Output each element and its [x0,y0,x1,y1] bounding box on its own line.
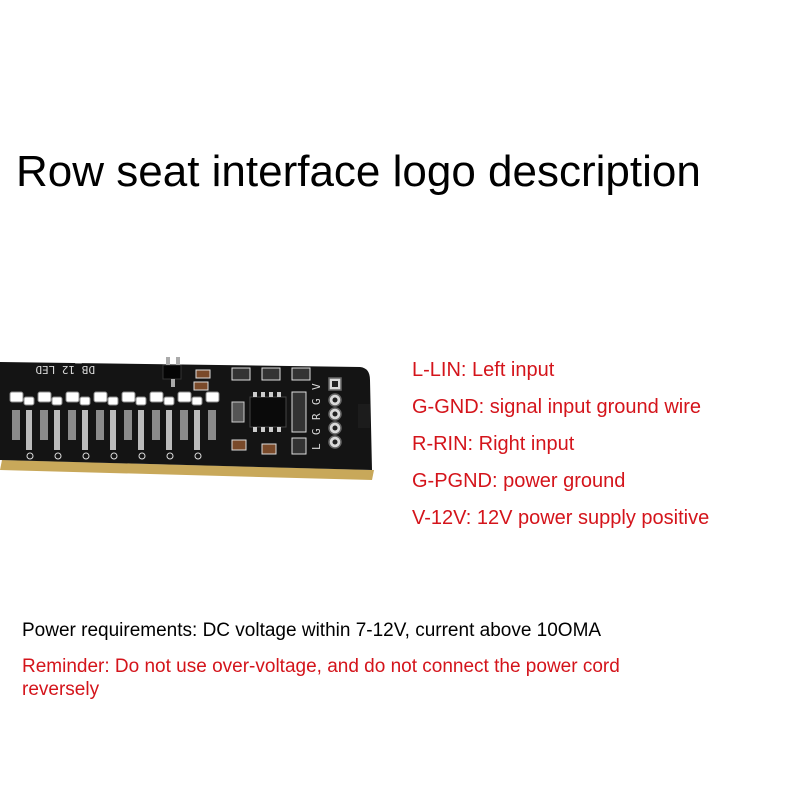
led-row [9,391,220,403]
pin-description-r: R-RIN: Right input [412,433,575,455]
pin-mark-v: V [310,383,323,390]
page-title: Row seat interface logo description [16,147,701,196]
reminder-warning: Reminder: Do not use over-voltage, and d… [22,656,620,700]
pin-mark-g: G [310,428,323,435]
pin-description-list: L-LIN: Left input G-GND: signal input gr… [412,352,709,537]
pin-description-v: V-12V: 12V power supply positive [412,507,710,529]
power-requirements: Power requirements: DC voltage within 7-… [22,620,602,641]
pin-mark-l: L [310,443,323,450]
pin-mark-r: R [310,413,323,420]
pin-description-g-pgnd: G-PGND: power ground [412,470,626,492]
transistor [162,364,182,380]
capacitor [193,381,209,391]
capacitor [195,369,211,379]
pin-mark-g2: G [310,398,323,405]
board-notch [358,404,370,428]
board-gold-edge [0,460,374,480]
resistor-row [12,410,216,440]
pin-description-l: L-LIN: Left input [412,359,555,381]
board-name-silkscreen: DB_12 LED [35,363,95,376]
ic-chip [249,396,287,428]
pin-description-g-gnd: G-GND: signal input ground wire [412,396,702,418]
led-board-image: DB_12 LED [0,357,374,480]
